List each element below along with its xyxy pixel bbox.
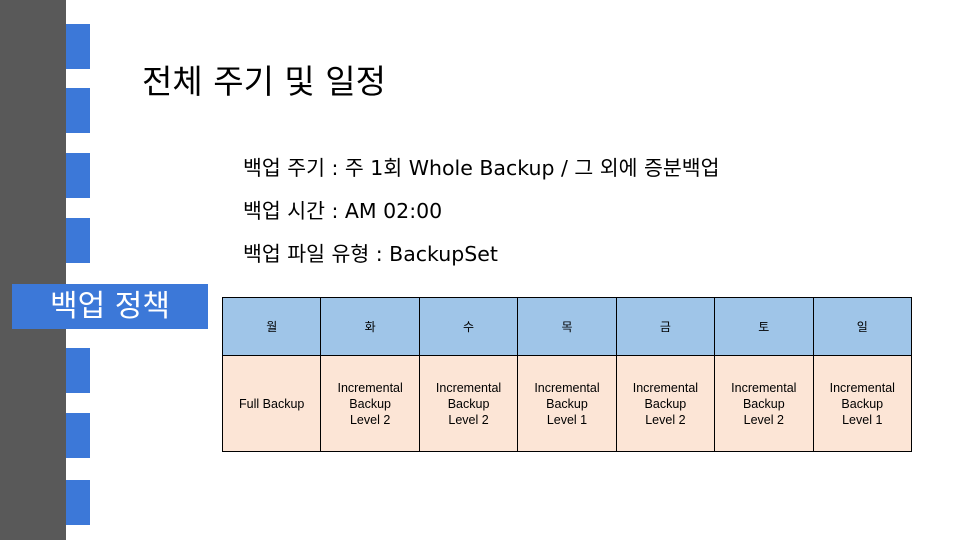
plan-text: Incremental: [337, 380, 403, 395]
day-header: 목: [517, 297, 617, 356]
sidebar-tab: [66, 413, 90, 458]
sidebar-tab: [66, 153, 90, 198]
day-header-row: 월 화 수 목 금 토 일: [221, 297, 913, 356]
day-header: 토: [714, 297, 814, 356]
plan-text: Backup: [841, 396, 884, 411]
plan-text: Backup: [644, 396, 687, 411]
sidebar-tab: [66, 218, 90, 263]
sidebar-tab: [66, 24, 90, 69]
backup-info-list: 백업 주기 : 주 1회 Whole Backup / 그 외에 증분백업 백업…: [243, 152, 719, 281]
plan-text: Incremental: [435, 380, 502, 395]
sidebar-tab: [66, 88, 90, 133]
plan-text: Level 1: [546, 412, 588, 427]
day-header: 화: [320, 297, 420, 356]
plan-text: Backup: [349, 396, 391, 411]
plan-text: Level 2: [743, 412, 784, 427]
plan-text: Incremental: [534, 380, 600, 395]
left-sidebar: [0, 0, 66, 540]
plan-text: Level 2: [645, 412, 686, 427]
day-header: 수: [418, 297, 519, 356]
plan-text: Incremental: [731, 380, 797, 395]
day-header: 일: [812, 297, 913, 356]
section-label: 백업 정책: [12, 284, 208, 329]
backup-time-text: 백업 시간 : AM 02:00: [243, 199, 443, 223]
plan-text: Backup: [742, 396, 785, 411]
plan-text: Backup: [546, 396, 588, 411]
plan-text: Full Backup: [239, 396, 305, 411]
plan-text: Incremental: [632, 380, 699, 395]
slide-title: 전체 주기 및 일정: [142, 62, 386, 101]
plan-text: Incremental: [829, 380, 895, 395]
plan-text: Backup: [447, 396, 490, 411]
backup-file-type-text: 백업 파일 유형 : BackupSet: [243, 242, 498, 266]
plan-cell: Full Backup: [221, 355, 322, 452]
day-header: 금: [615, 297, 716, 356]
day-header: 월: [221, 297, 322, 356]
backup-cycle-text: 백업 주기 : 주 1회 Whole Backup / 그 외에 증분백업: [243, 156, 720, 180]
plan-text: Level 1: [842, 412, 883, 427]
plan-text: Level 2: [349, 412, 391, 427]
sidebar-tab: [66, 480, 90, 525]
plan-text: Level 2: [448, 412, 489, 427]
sidebar-tab: [66, 348, 90, 393]
